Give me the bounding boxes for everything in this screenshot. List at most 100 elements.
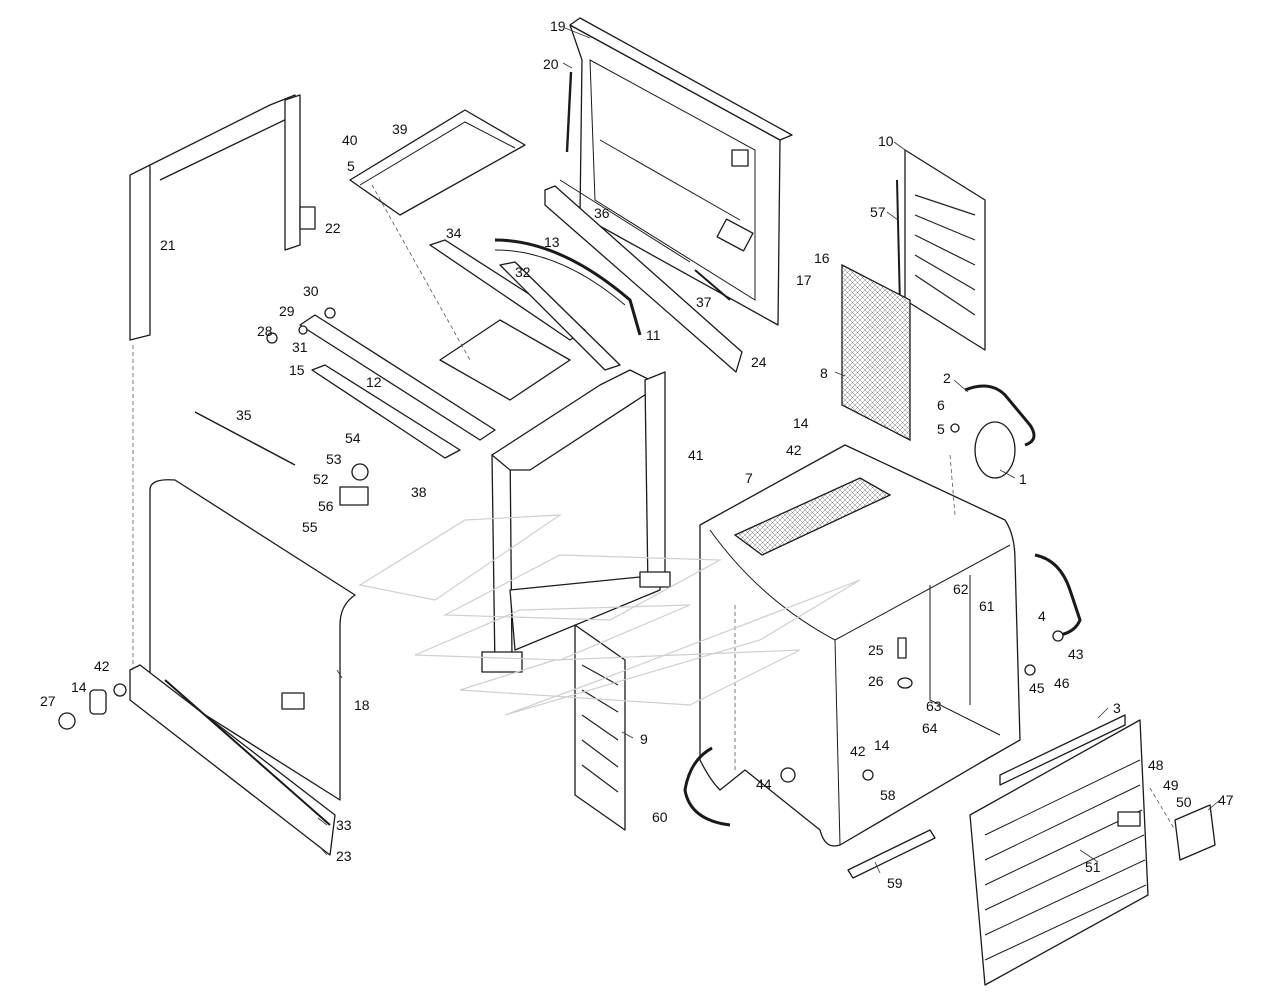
part-labels: 19 20 10 39 40 5 36 57 21 22 34 13 16 17… [40, 18, 1234, 891]
label-20: 20 [543, 56, 559, 72]
part-47-latch [1174, 804, 1216, 861]
label-12: 12 [366, 374, 382, 390]
label-25: 25 [868, 642, 884, 658]
label-10: 10 [878, 133, 894, 149]
label-14a: 14 [793, 415, 809, 431]
label-42c: 42 [850, 743, 866, 759]
label-5a: 5 [347, 158, 355, 174]
label-26: 26 [868, 673, 884, 689]
label-58: 58 [880, 787, 896, 803]
label-1: 1 [1019, 471, 1027, 487]
part-60-handle [683, 746, 731, 827]
label-6: 6 [937, 397, 945, 413]
part-1-wheel [974, 421, 1016, 479]
label-38: 38 [411, 484, 427, 500]
part-23-strip [129, 664, 336, 856]
label-59: 59 [887, 875, 903, 891]
watermark-logo [358, 514, 861, 716]
label-11: 11 [646, 327, 661, 343]
label-61: 61 [979, 598, 995, 614]
label-9: 9 [640, 731, 648, 747]
label-53: 53 [326, 451, 342, 467]
part-2-handle [964, 384, 1036, 447]
label-63: 63 [926, 698, 942, 714]
part-24-bar [544, 185, 743, 373]
label-64: 64 [922, 720, 938, 736]
part-8-mesh-screen [841, 263, 911, 442]
label-19: 19 [550, 18, 566, 34]
label-42b: 42 [94, 658, 110, 674]
label-37: 37 [696, 294, 712, 310]
label-33: 33 [336, 817, 352, 833]
part-3-door [969, 714, 1149, 986]
label-55: 55 [302, 519, 318, 535]
label-23: 23 [336, 848, 352, 864]
label-40: 40 [342, 132, 358, 148]
label-50: 50 [1176, 794, 1192, 810]
label-36: 36 [594, 205, 610, 221]
label-15: 15 [289, 362, 305, 378]
label-3: 3 [1113, 700, 1121, 716]
part-20-gas-strut [565, 71, 573, 153]
label-60: 60 [652, 809, 668, 825]
part-21-arch-frame [129, 94, 316, 341]
label-8: 8 [820, 365, 828, 381]
label-45: 45 [1029, 680, 1045, 696]
label-30: 30 [303, 283, 319, 299]
label-14b: 14 [71, 679, 87, 695]
fasteners [58, 307, 1064, 783]
label-21: 21 [160, 237, 176, 253]
label-39: 39 [392, 121, 408, 137]
label-27: 27 [40, 693, 56, 709]
part-10-louver-panel [904, 149, 986, 351]
label-62: 62 [953, 581, 969, 597]
label-31: 31 [292, 339, 308, 355]
label-14c: 14 [874, 737, 890, 753]
label-42a: 42 [786, 442, 802, 458]
alignment-lines [132, 184, 1176, 831]
label-18: 18 [354, 697, 370, 713]
label-48: 48 [1148, 757, 1164, 773]
part-drawings [58, 17, 1221, 986]
label-41: 41 [688, 447, 704, 463]
label-2: 2 [943, 370, 951, 386]
part-7-main-hood [699, 444, 1021, 847]
label-34: 34 [446, 225, 462, 241]
label-22: 22 [325, 220, 341, 236]
leader-lines [317, 27, 1221, 874]
label-16: 16 [814, 250, 830, 266]
part-9-louver-panel [574, 624, 626, 831]
rail-assembly [299, 238, 642, 459]
label-43: 43 [1068, 646, 1084, 662]
label-35: 35 [236, 407, 252, 423]
label-51: 51 [1085, 859, 1101, 875]
part-39-top-plate [349, 109, 526, 216]
part-35-rod [194, 411, 296, 466]
label-28: 28 [257, 323, 273, 339]
label-49: 49 [1163, 777, 1179, 793]
label-7: 7 [745, 470, 753, 486]
label-5b: 5 [937, 421, 945, 437]
label-54: 54 [345, 430, 361, 446]
part-57-seal [896, 179, 901, 306]
part-33-seal [164, 679, 331, 826]
label-52: 52 [313, 471, 329, 487]
part-41-frame [481, 369, 671, 673]
part-36-rod [559, 179, 691, 263]
part-37-rod [694, 269, 731, 301]
label-4: 4 [1038, 608, 1046, 624]
part-19-rear-cover [569, 17, 793, 326]
label-44: 44 [756, 776, 772, 792]
label-24: 24 [751, 354, 767, 370]
label-29: 29 [279, 303, 295, 319]
label-13: 13 [544, 234, 560, 250]
part-59-rail [847, 829, 936, 879]
label-57: 57 [870, 204, 886, 220]
label-56: 56 [318, 498, 334, 514]
part-43-handle [1034, 553, 1082, 637]
label-47: 47 [1218, 792, 1234, 808]
label-46: 46 [1054, 675, 1070, 691]
part-18-side-panel [149, 479, 356, 801]
label-32: 32 [515, 264, 531, 280]
